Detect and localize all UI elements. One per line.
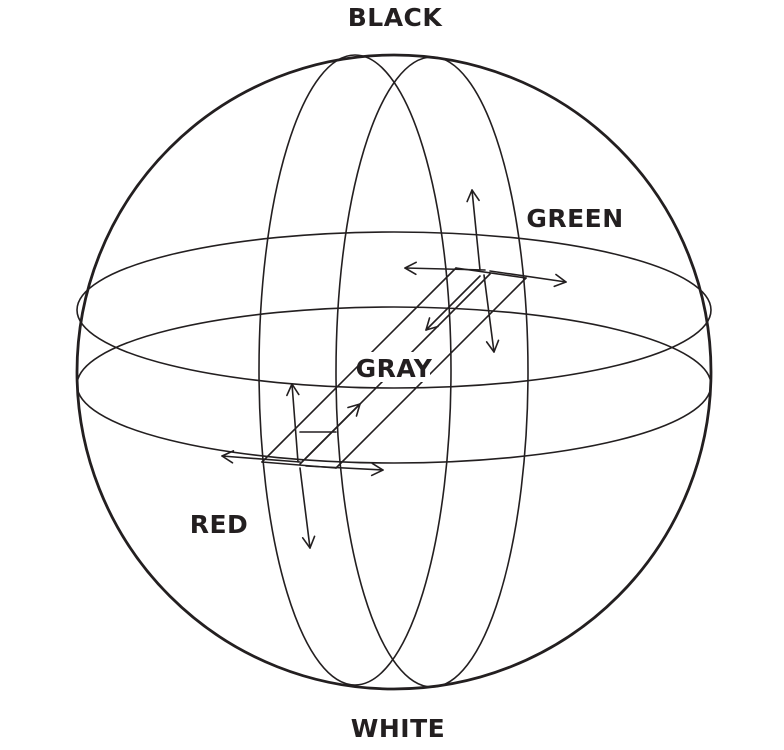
- arrow-green-horizontal-right: [489, 270, 567, 288]
- arrow-green-vertical-up: [466, 189, 481, 271]
- arrow-red-vertical-down: [299, 467, 316, 549]
- label-red: RED: [190, 510, 249, 539]
- arrow-green-vertical-down: [483, 274, 500, 353]
- arrow-green-horizontal-left: [404, 261, 486, 276]
- arrow-red-vertical-up: [286, 383, 300, 463]
- meridian-right: [335, 56, 529, 688]
- label-green: GREEN: [526, 204, 623, 233]
- arrow-red-horizontal-right: [305, 462, 384, 477]
- label-gray-backing: [358, 352, 430, 382]
- label-black: BLACK: [348, 3, 444, 32]
- latitude-upper: [76, 231, 712, 389]
- arrow-green-diagonal: [425, 275, 481, 331]
- label-white: WHITE: [351, 714, 445, 743]
- meridian-left: [258, 54, 452, 686]
- sphere-outline: [75, 53, 713, 691]
- arrow-red-horizontal-left: [221, 450, 301, 464]
- label-gray: GRAY: [356, 354, 433, 383]
- latitude-lower: [76, 306, 712, 464]
- arrow-red-diagonal: [305, 403, 361, 459]
- gray-axis-line-3: [335, 277, 527, 469]
